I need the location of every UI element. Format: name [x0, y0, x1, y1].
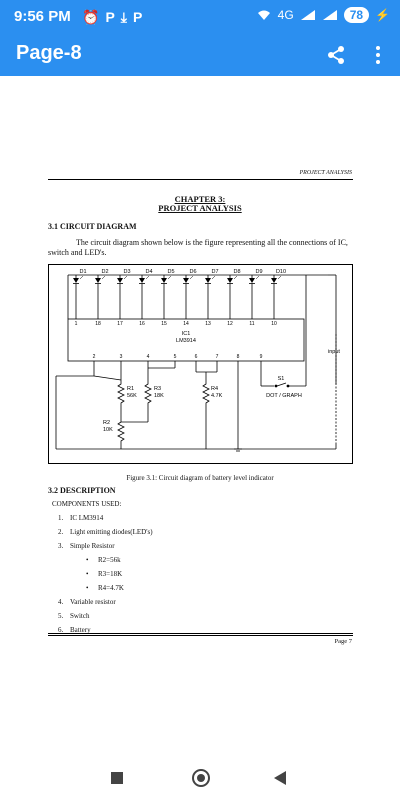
figure-caption: Figure 3.1: Circuit diagram of battery l…: [126, 474, 274, 482]
led-label: D7: [211, 269, 218, 275]
ic-pin-label: 17: [117, 321, 123, 327]
ic-pin-label: 11: [249, 321, 254, 327]
list-item: 6.Battery: [58, 626, 91, 634]
led-label: D3: [123, 269, 130, 275]
led-label: D10: [276, 269, 286, 275]
led-diode: [73, 275, 84, 319]
list-item: 2.Light emitting diodes(LED's): [58, 528, 153, 536]
led-diode: [183, 275, 194, 319]
p-icon: P: [105, 9, 115, 25]
download-icon: ⤓: [120, 9, 127, 25]
ic-pin-label: 14: [183, 321, 189, 327]
components-heading: COMPONENTS USED:: [52, 500, 122, 508]
signal-icon: [300, 10, 315, 20]
page-header: PROJECT ANALYSIS: [299, 170, 353, 176]
list-subitem: •R4=4.7K: [58, 581, 153, 595]
r4-name: R4: [211, 386, 218, 392]
chapter-heading: CHAPTER 3:: [174, 194, 226, 204]
r1-value: 56K: [127, 393, 137, 399]
ic-pin-label: 7: [216, 354, 219, 360]
footer-rule: [48, 633, 353, 634]
status-time: 9:56 PM: [14, 8, 71, 25]
recents-button[interactable]: [111, 772, 123, 784]
led-label: D8: [233, 269, 240, 275]
ic-pin-label: 3: [120, 354, 123, 360]
bullet-icon: •: [86, 570, 89, 578]
list-item: 5.Switch: [58, 612, 90, 620]
network-type: 4G: [277, 8, 294, 22]
wifi-icon: [257, 10, 270, 20]
led-diode: [117, 275, 128, 319]
led-diode: [95, 275, 106, 319]
r2-name: R2: [103, 420, 110, 426]
more-options-icon[interactable]: [374, 45, 382, 65]
ic-pin-label: 8: [237, 354, 240, 360]
led-diode: [139, 275, 150, 319]
led-label: D6: [189, 269, 196, 275]
share-icon[interactable]: [326, 45, 346, 65]
alarm-icon: ⏰: [82, 9, 100, 25]
led-diode: [205, 275, 216, 319]
back-button[interactable]: [274, 771, 286, 785]
signal-icon: [322, 10, 337, 20]
ic-pin-label: 13: [205, 321, 211, 327]
led-diode: [227, 275, 238, 319]
ic-pin-label: 12: [227, 321, 233, 327]
r3-value: 18K: [154, 393, 164, 399]
footer-rule: [48, 635, 353, 636]
header-rule: [48, 179, 353, 180]
r1-name: R1: [127, 386, 134, 392]
ic-pin-label: 6: [195, 354, 198, 360]
led-diode: [249, 275, 260, 319]
ic-pin-label: 5: [174, 354, 177, 360]
battery-level: 78: [343, 7, 370, 23]
ic-pin-label: 9: [260, 354, 263, 360]
page-title: Page-8: [16, 42, 82, 64]
ic-pin-label: 10: [271, 321, 277, 327]
led-label: D2: [101, 269, 108, 275]
led-diode: [161, 275, 172, 319]
components-list: COMPONENTS USED: 1.IC LM3914 2.Light emi…: [52, 497, 153, 637]
led-label: D4: [145, 269, 152, 275]
bullet-icon: •: [86, 556, 89, 564]
page-number: Page 7: [334, 638, 352, 645]
r3-name: R3: [154, 386, 161, 392]
section-heading-circuit: 3.1 CIRCUIT DIAGRAM: [48, 222, 137, 231]
bullet-icon: •: [86, 584, 89, 592]
home-button[interactable]: [192, 769, 210, 787]
ic-label: IC1: [182, 331, 191, 337]
ic-pin-label: 15: [161, 321, 167, 327]
ic-pin-label: 18: [95, 321, 101, 327]
r4-value: 4.7K: [211, 393, 223, 399]
list-subitem: •R2=56k: [58, 553, 153, 567]
ic-pin-label: 16: [139, 321, 145, 327]
section-heading-description: 3.2 DESCRIPTION: [48, 486, 116, 495]
led-diode: [271, 275, 282, 319]
notification-icons: ⏰ P ⤓ P: [82, 9, 142, 26]
ic-pin-label: 1: [75, 321, 78, 327]
led-label: D9: [255, 269, 262, 275]
list-subitem: •R3=18K: [58, 567, 153, 581]
ic-pin-label: 2: [93, 354, 96, 360]
led-label: D1: [79, 269, 86, 275]
s1-label: DOT / GRAPH: [266, 393, 302, 399]
charging-icon: ⚡: [375, 8, 390, 22]
p-icon: P: [132, 9, 143, 25]
list-item: 1.IC LM3914: [58, 514, 104, 522]
status-bar: 9:56 PM ⏰ P ⤓ P 4G 78 ⚡: [0, 0, 400, 34]
r2-value: 10K: [103, 427, 113, 433]
s1-name: S1: [278, 376, 285, 382]
input-label: input: [328, 349, 340, 355]
list-item: 4.Variable resistor: [58, 598, 116, 606]
list-item: 3.Simple Resistor: [58, 542, 115, 550]
system-icons: 4G 78 ⚡: [256, 7, 390, 23]
ic-part-number: LM3914: [176, 338, 196, 344]
app-bar: Page-8: [0, 34, 400, 76]
led-label: D5: [167, 269, 174, 275]
chapter-title: PROJECT ANALYSIS: [158, 203, 242, 213]
navigation-bar: [0, 752, 400, 800]
circuit-paragraph: The circuit diagram shown below is the f…: [48, 238, 348, 257]
ic-pin-label: 4: [147, 354, 150, 360]
